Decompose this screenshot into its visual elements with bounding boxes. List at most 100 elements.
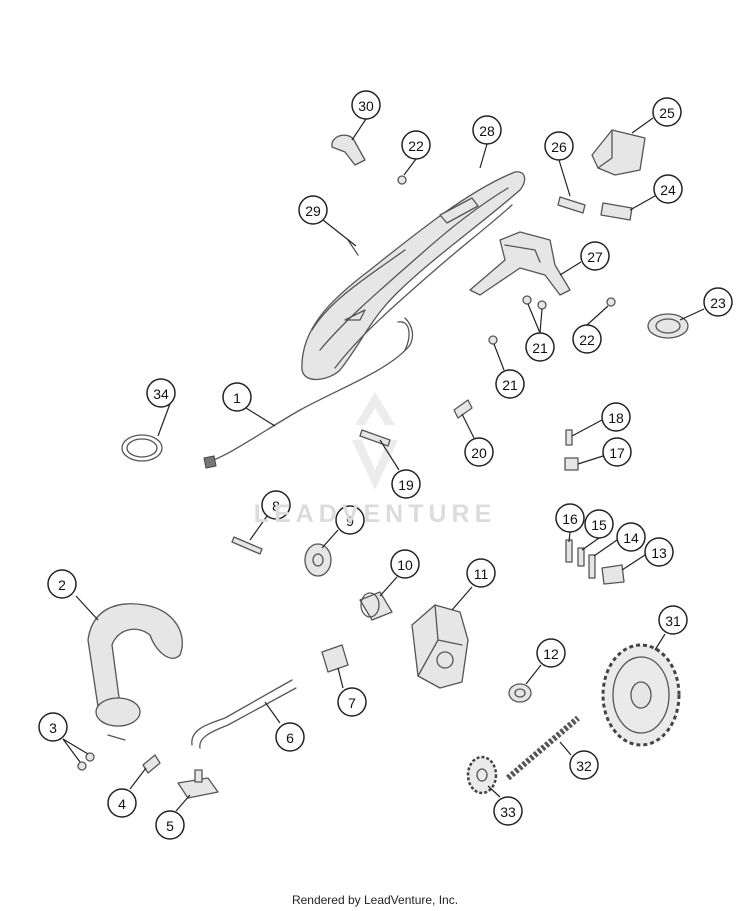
bracket-link xyxy=(359,429,391,447)
callout-22: 22 xyxy=(572,324,602,354)
nut xyxy=(488,335,498,345)
callout-label: 9 xyxy=(346,513,354,529)
callout-33: 33 xyxy=(493,796,523,826)
exhaust-gasket xyxy=(142,754,161,774)
screw xyxy=(565,429,573,446)
callout-label: 6 xyxy=(286,730,294,746)
callout-25: 25 xyxy=(652,97,682,127)
footer-credit: Rendered by LeadVenture, Inc. xyxy=(291,893,459,907)
callout-22: 22 xyxy=(401,130,431,160)
callout-23: 23 xyxy=(703,287,733,317)
callout-label: 27 xyxy=(587,249,603,265)
callout-label: 10 xyxy=(397,557,413,573)
carburetor xyxy=(411,604,469,689)
callout-5: 5 xyxy=(155,810,185,840)
bolt-plate xyxy=(453,399,473,419)
callout-label: 29 xyxy=(305,203,321,219)
callout-label: 16 xyxy=(562,511,578,527)
callout-label: 11 xyxy=(474,566,489,582)
callout-30: 30 xyxy=(351,90,381,120)
callout-26: 26 xyxy=(544,131,574,161)
watermark-text: LEADVENTURE xyxy=(253,500,497,528)
nut xyxy=(397,175,407,185)
callout-18: 18 xyxy=(601,402,631,432)
callout-label: 13 xyxy=(651,545,667,561)
rear-sprocket xyxy=(601,643,681,747)
nut xyxy=(537,300,547,310)
callout-label: 17 xyxy=(609,445,625,461)
callout-13: 13 xyxy=(644,537,674,567)
callout-label: 28 xyxy=(479,123,495,139)
pin xyxy=(231,536,263,555)
cap xyxy=(601,564,625,585)
callout-14: 14 xyxy=(616,522,646,552)
washer xyxy=(304,543,332,577)
callout-3: 3 xyxy=(38,712,68,742)
callout-34: 34 xyxy=(146,378,176,408)
callout-label: 1 xyxy=(233,390,241,406)
screw xyxy=(565,539,573,563)
callout-label: 18 xyxy=(608,410,624,426)
gasket xyxy=(557,196,586,214)
callout-17: 17 xyxy=(602,437,632,467)
callout-label: 22 xyxy=(408,138,424,154)
callout-label: 3 xyxy=(49,720,57,736)
callout-label: 7 xyxy=(348,695,356,711)
callout-label: 19 xyxy=(398,477,414,493)
drive-chain xyxy=(506,715,580,781)
fitting xyxy=(564,457,579,471)
callout-label: 4 xyxy=(118,796,126,812)
callout-label: 21 xyxy=(502,377,518,393)
nut xyxy=(606,297,616,307)
callout-label: 23 xyxy=(710,295,726,311)
fender-bracket xyxy=(469,231,571,296)
exhaust-pipe xyxy=(87,603,183,741)
pin xyxy=(588,554,596,579)
callout-11: 11 xyxy=(466,558,496,588)
callout-label: 31 xyxy=(665,613,681,629)
callout-6: 6 xyxy=(275,722,305,752)
callout-label: 20 xyxy=(471,445,487,461)
callout-label: 24 xyxy=(660,182,676,198)
front-fender xyxy=(301,171,526,381)
callout-label: 26 xyxy=(551,139,567,155)
callout-label: 22 xyxy=(579,332,595,348)
callout-label: 2 xyxy=(58,577,66,593)
callout-label: 8 xyxy=(272,498,280,514)
callout-1: 1 xyxy=(222,382,252,412)
watermark-logo xyxy=(352,392,398,490)
callout-28: 28 xyxy=(472,115,502,145)
callout-label: 33 xyxy=(500,804,516,820)
callout-label: 25 xyxy=(659,105,675,121)
callout-31: 31 xyxy=(658,605,688,635)
leader-lines xyxy=(62,117,705,812)
plate xyxy=(600,202,633,221)
callout-label: 32 xyxy=(576,758,592,774)
callout-21: 21 xyxy=(495,369,525,399)
callout-15: 15 xyxy=(584,509,614,539)
callout-label: 21 xyxy=(532,340,548,356)
mount-bracket xyxy=(177,769,219,799)
nut xyxy=(522,295,532,305)
callout-layer: 1234567891011121314151617181920212122222… xyxy=(38,90,733,840)
bolt xyxy=(85,752,95,762)
callout-2: 2 xyxy=(47,569,77,599)
callout-12: 12 xyxy=(536,638,566,668)
hose-clamp xyxy=(647,313,689,339)
sleeve xyxy=(359,591,393,621)
callout-24: 24 xyxy=(653,174,683,204)
callout-29: 29 xyxy=(298,195,328,225)
bushing xyxy=(508,683,532,703)
callout-4: 4 xyxy=(107,788,137,818)
cable xyxy=(203,317,414,469)
o-ring xyxy=(121,434,163,462)
callout-label: 34 xyxy=(153,386,169,402)
callout-9: 9 xyxy=(335,505,365,535)
spring xyxy=(577,547,585,567)
callout-label: 12 xyxy=(543,646,559,662)
cover-box xyxy=(591,129,646,176)
intake-boot xyxy=(321,644,349,673)
callout-19: 19 xyxy=(391,469,421,499)
callout-8: 8 xyxy=(261,490,291,520)
